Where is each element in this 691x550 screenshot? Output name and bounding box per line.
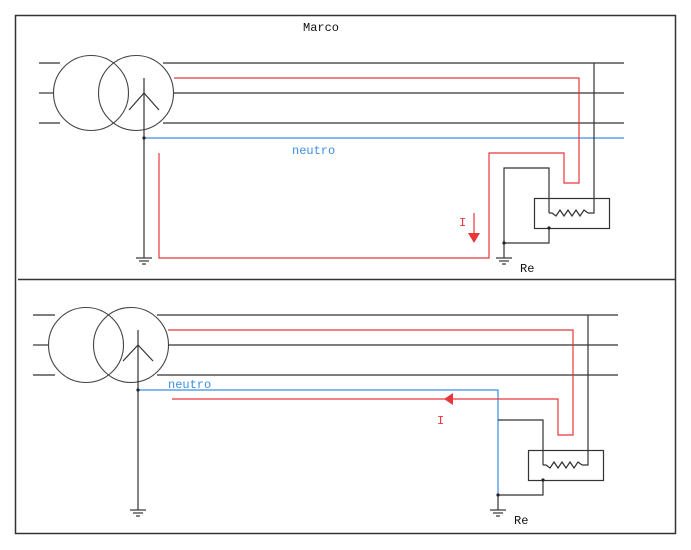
current-label: I — [437, 414, 444, 428]
phase-to-load-wire — [588, 63, 595, 214]
fault-current-path — [168, 329, 574, 436]
enclosure-earth-wire — [497, 480, 544, 510]
ground-icon — [490, 509, 506, 517]
fault-current-path — [158, 77, 580, 259]
neutral-label: neutro — [292, 144, 335, 158]
junction-dot — [496, 493, 500, 497]
top-panel: neutro I Re — [39, 54, 624, 276]
resistor-icon — [543, 460, 583, 470]
transformer-icon — [47, 306, 170, 390]
load-neutral-wire — [498, 419, 544, 465]
ground-icon — [496, 257, 512, 265]
phase-to-load-wire — [582, 315, 589, 466]
neutral-label: neutro — [168, 378, 211, 392]
diagram-frame — [14, 14, 677, 535]
load-enclosure — [533, 197, 611, 230]
enclosure-earth-wire — [504, 228, 550, 244]
earth-resistance-label: Re — [520, 262, 534, 276]
primary-phase-lines — [33, 314, 55, 376]
secondary-phase-lines — [163, 62, 624, 124]
primary-phase-lines — [39, 62, 60, 124]
bottom-panel: neutro I Re — [33, 306, 618, 528]
current-arrow-down-icon — [468, 213, 480, 243]
ground-icon — [136, 257, 152, 265]
secondary-phase-lines — [157, 314, 618, 376]
earth-resistance-label: Re — [514, 514, 528, 528]
load-enclosure — [527, 449, 605, 482]
load-earth-wire — [503, 167, 550, 258]
resistor-icon — [549, 208, 589, 218]
current-label: I — [459, 216, 466, 230]
transformer-icon — [52, 54, 175, 138]
neutral-line — [138, 389, 499, 495]
junction-dot — [541, 478, 545, 482]
diagram-title: Marco — [303, 21, 339, 35]
ground-icon — [130, 509, 146, 517]
junction-dot — [502, 241, 506, 245]
junction-dot — [547, 226, 551, 230]
current-arrow-left-icon — [444, 393, 453, 405]
